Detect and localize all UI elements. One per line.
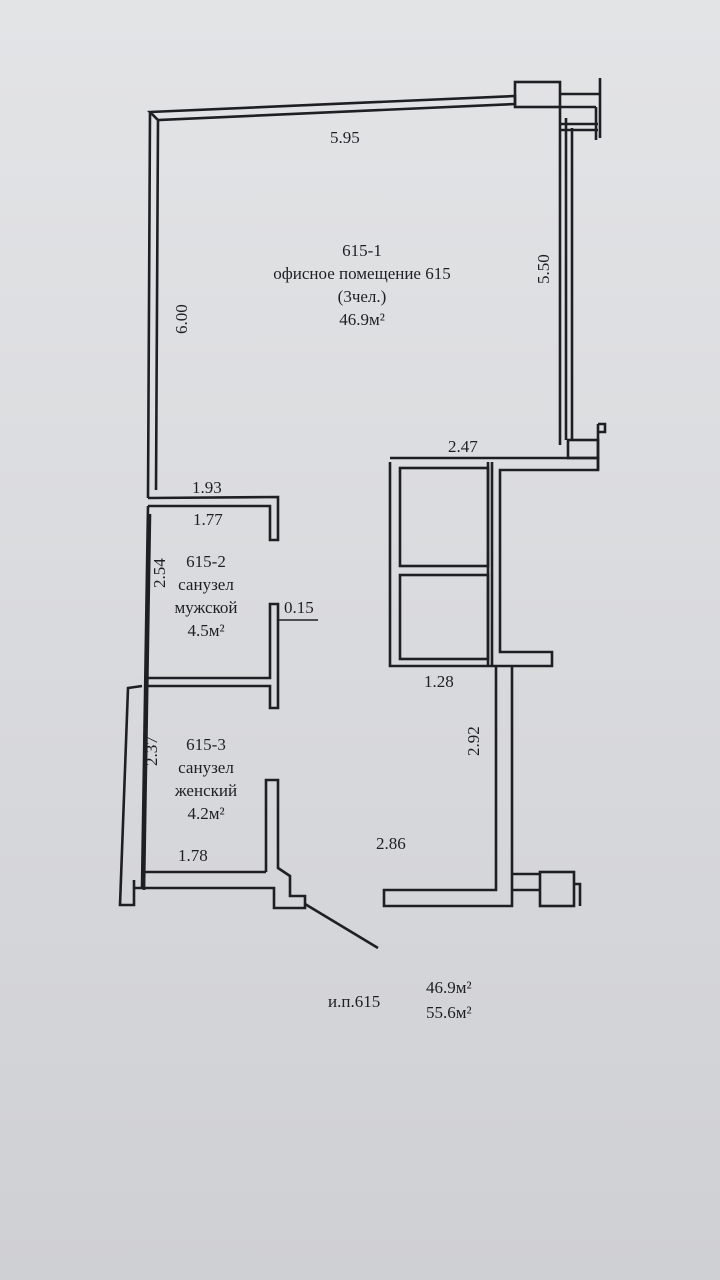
room-wc-male-area: 4.5м² [187, 621, 225, 640]
dim-wc-female-width: 1.78 [178, 846, 208, 865]
dim-office-left-height: 6.00 [172, 304, 191, 334]
corridor-wall-right [382, 666, 514, 908]
window-top-frame [560, 122, 598, 132]
room-office-occupancy: (3чел.) [337, 287, 387, 306]
room-office-name: офисное помещение 615 [273, 264, 451, 283]
outer-wall-left-office [146, 111, 160, 499]
column-top-right-ext [560, 92, 600, 109]
room-wc-female-id: 615-3 [186, 735, 226, 754]
dim-wall-gap: 0.15 [284, 598, 314, 617]
dim-niche-width: 1.28 [424, 672, 454, 691]
room-wc-female-name-2: женский [174, 781, 238, 800]
summary-area-total: 55.6м² [426, 1003, 472, 1022]
column-top-right [513, 80, 562, 109]
room-wc-male-name-2: мужской [174, 598, 238, 617]
shaft-outer [388, 456, 600, 668]
summary-label: и.п.615 [328, 992, 381, 1011]
outer-wall-left-wc [140, 505, 152, 891]
room-office-label: 615-1 офисное помещение 615 (3чел.) 46.9… [252, 239, 472, 331]
summary-area-main: 46.9м² [426, 978, 472, 997]
dim-office-right-height: 5.50 [534, 254, 553, 284]
room-office-id: 615-1 [342, 241, 382, 260]
column-bottom-right-edge [574, 882, 582, 906]
room-wc-female-area: 4.2м² [187, 804, 225, 823]
shaft-cell-upper [398, 466, 490, 568]
door-leaf [304, 902, 379, 950]
column-right-middle [566, 438, 600, 460]
room-wc-male-name-1: санузел [178, 575, 234, 594]
shaft-divider [486, 462, 494, 666]
partition-office-wc [147, 495, 280, 542]
partition-wc-wc [144, 602, 280, 710]
dim-corridor-height: 2.92 [464, 726, 483, 756]
dim-corridor-width: 2.86 [376, 834, 406, 853]
partition-wc-female-right [134, 778, 307, 910]
shaft-cell-lower [398, 573, 490, 661]
outer-wall-top [146, 94, 517, 122]
column-bottom-right-ext [512, 872, 540, 892]
room-wc-male-label: 615-2 санузел мужской 4.5м² [156, 550, 256, 642]
column-bottom-right [538, 870, 576, 908]
dim-office-bottom-right: 2.47 [448, 437, 478, 456]
room-office-area: 46.9м² [339, 310, 385, 329]
room-wc-female-name-1: санузел [178, 758, 234, 777]
dim-partition-top: 1.93 [192, 478, 222, 497]
outer-wall-left-lower [118, 684, 143, 907]
room-wc-male-id: 615-2 [186, 552, 226, 571]
dim-wc-male-width: 1.77 [193, 510, 223, 529]
dim-office-width: 5.95 [330, 128, 360, 147]
room-wc-female-label: 615-3 санузел женский 4.2м² [154, 733, 258, 825]
outer-wall-right-window [558, 107, 574, 445]
